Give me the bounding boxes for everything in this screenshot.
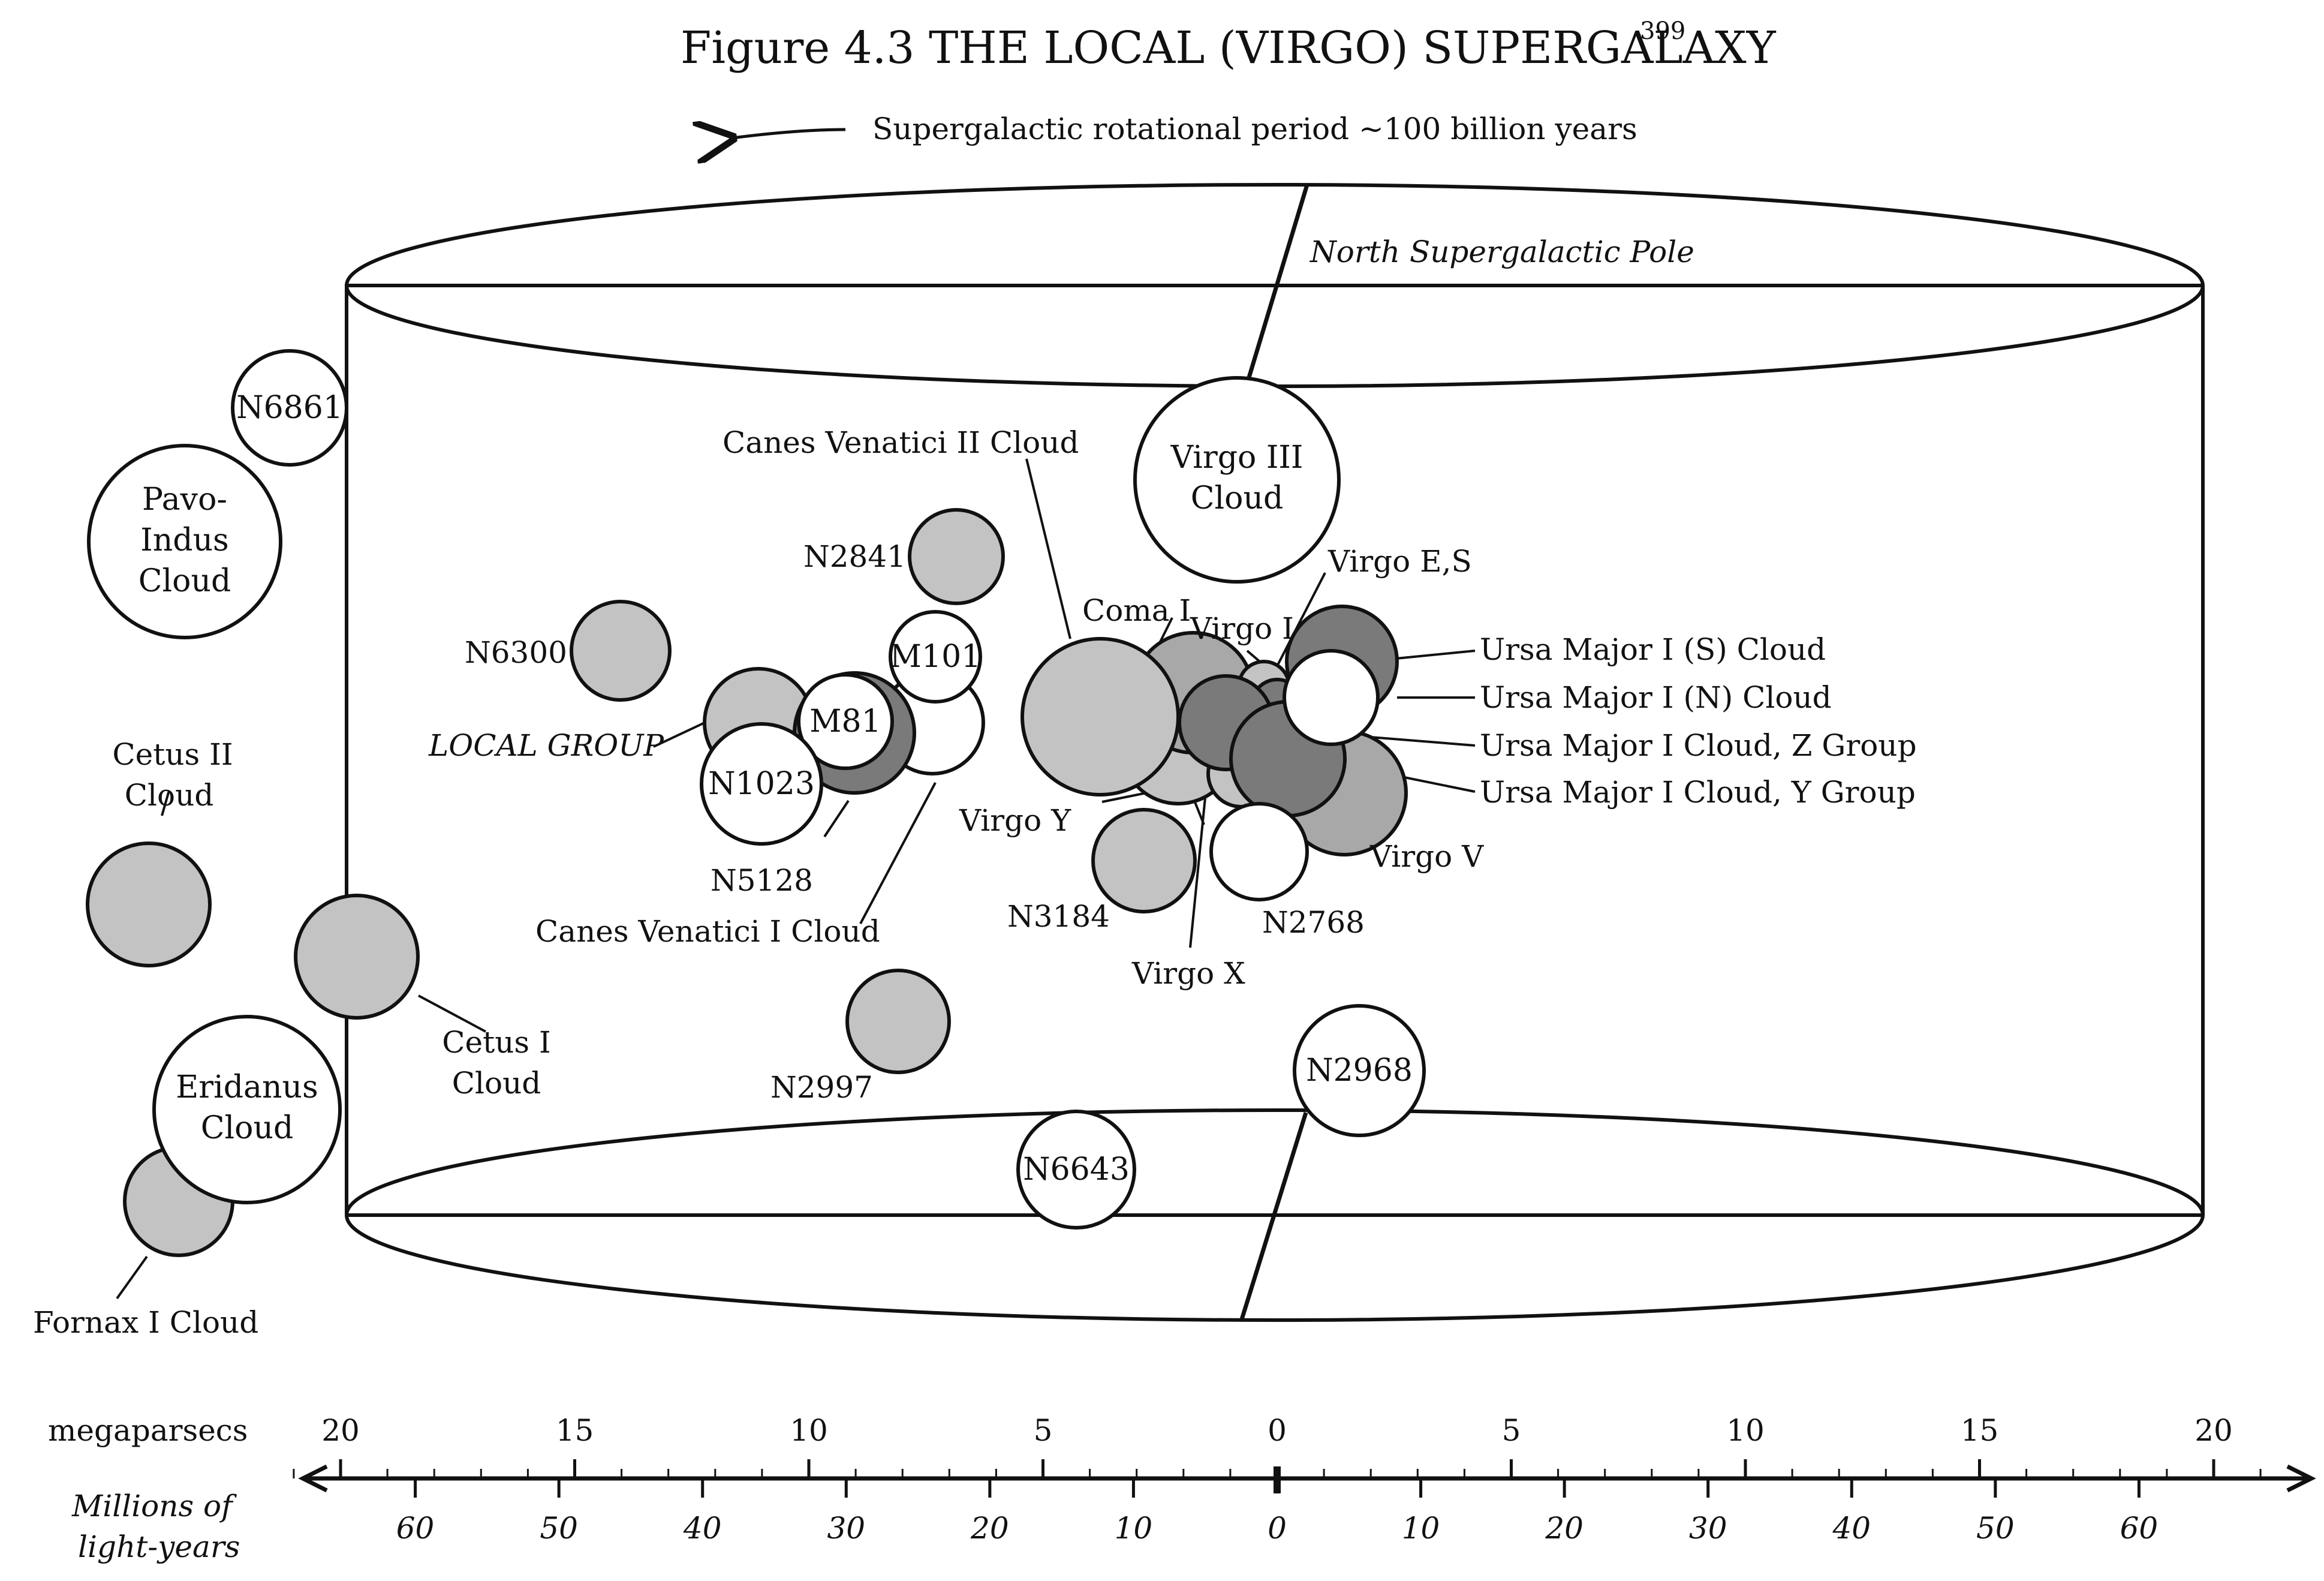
label-virgo-iii-1: Virgo III [1170, 440, 1304, 476]
rotation-caption: Supergalactic rotational period ~100 bil… [872, 112, 1637, 146]
label-canes-venatici-i: Canes Venatici I Cloud [535, 914, 880, 949]
outer-labels: Canes Venatici II Cloud N2841 N6300 LOCA… [33, 425, 1917, 1340]
mly-ticks: 60 50 40 30 20 10 0 10 20 30 40 50 60 [396, 1478, 2158, 1546]
cloud-n2968 [1293, 1004, 1426, 1137]
cloud-n2841 [908, 508, 1005, 605]
cloud-ursa-major-n [1283, 649, 1380, 746]
label-m81: M81 [809, 704, 881, 740]
mly-tick-label: 50 [540, 1511, 578, 1546]
minor-ticks [293, 1469, 2262, 1478]
mpc-tick-label: 15 [556, 1413, 594, 1448]
mly-tick-label: 20 [970, 1511, 1009, 1546]
cloud-n3184 [1091, 808, 1197, 913]
mly-tick-label: 40 [683, 1511, 722, 1546]
title-superscript: 399 [1640, 17, 1685, 45]
label-n2968: N2968 [1306, 1053, 1413, 1089]
label-pavo-2: Indus [140, 522, 229, 558]
cloud-m101 [889, 610, 982, 704]
label-pavo-1: Pavo- [142, 482, 227, 518]
mpc-tick-label: 10 [1726, 1413, 1765, 1448]
label-pavo-3: Cloud [139, 563, 231, 599]
label-fornax-i: Fornax I Cloud [33, 1305, 258, 1340]
label-eridanus-2: Cloud [201, 1110, 294, 1146]
label-n6643: N6643 [1023, 1152, 1130, 1188]
mpc-tick-label: 0 [1268, 1413, 1287, 1448]
mly-tick-label: 0 [1268, 1511, 1287, 1546]
axis-arrow-left-icon [298, 1464, 328, 1493]
megaparsecs-label: megaparsecs [48, 1413, 248, 1448]
cloud-n6643 [1016, 1110, 1136, 1230]
label-eridanus-1: Eridanus [176, 1069, 318, 1105]
cloud-cetus-ii [86, 841, 212, 967]
label-n6861: N6861 [236, 390, 343, 426]
figure-title: Figure 4.3 THE LOCAL (VIRGO) SUPERGALAXY [681, 22, 1777, 74]
cloud-n6861 [231, 349, 348, 467]
label-n1023: N1023 [708, 766, 815, 802]
mpc-tick-label: 5 [1034, 1413, 1053, 1448]
label-virgo-v: Virgo V [1369, 839, 1484, 874]
cloud-n6300 [570, 600, 672, 702]
label-virgo-i: Virgo I [1190, 611, 1294, 646]
mly-label-1: Millions of [71, 1489, 237, 1523]
label-ursa-major-z: Ursa Major I Cloud, Z Group [1480, 728, 1917, 763]
label-n2841: N2841 [803, 539, 906, 574]
mpc-tick-label: 10 [790, 1413, 828, 1448]
label-virgo-x: Virgo X [1131, 956, 1245, 991]
label-coma-i: Coma I [1082, 593, 1191, 628]
cloud-m81 [797, 673, 894, 770]
mpc-tick-label: 5 [1502, 1413, 1521, 1448]
label-virgo-es: Virgo E,S [1327, 544, 1472, 579]
cloud-n2997 [845, 969, 951, 1074]
cloud-pavo-indus [87, 444, 282, 639]
label-virgo-y: Virgo Y [959, 803, 1071, 838]
mly-tick-label: 60 [396, 1511, 435, 1546]
label-canes-venatici-ii: Canes Venatici II Cloud [723, 425, 1079, 460]
label-ursa-major-n: Ursa Major I (N) Cloud [1480, 680, 1832, 715]
cloud-cetus-i [294, 894, 420, 1020]
mly-tick-label: 50 [1976, 1511, 2015, 1546]
mly-tick-label: 60 [2120, 1511, 2159, 1546]
galaxy-clouds [86, 349, 1426, 1257]
inner-labels: N6861 Pavo- Indus Cloud Virgo III Cloud … [139, 390, 1413, 1188]
mly-tick-label: 30 [1689, 1511, 1727, 1546]
mly-tick-label: 30 [827, 1511, 865, 1546]
label-n2997: N2997 [770, 1070, 873, 1105]
cloud-n2768 [1209, 802, 1309, 901]
label-n3184: N3184 [1007, 899, 1110, 934]
mly-label-2: light-years [78, 1529, 240, 1564]
mpc-ticks: 20 15 10 5 0 5 10 15 20 [321, 1413, 2233, 1478]
cloud-n1023 [700, 722, 823, 846]
mly-tick-label: 10 [1115, 1511, 1153, 1546]
label-cetus-i-2: Cloud [452, 1066, 541, 1101]
label-n2768: N2768 [1262, 905, 1365, 940]
pole-label: North Supergalactic Pole [1309, 235, 1694, 269]
mly-tick-label: 10 [1402, 1511, 1440, 1546]
label-n5128: N5128 [711, 863, 813, 898]
mly-tick-label: 20 [1545, 1511, 1584, 1546]
label-ursa-major-y: Ursa Major I Cloud, Y Group [1480, 775, 1916, 810]
label-ursa-major-s: Ursa Major I (S) Cloud [1480, 632, 1826, 667]
mpc-tick-label: 15 [1961, 1413, 1999, 1448]
cloud-canes-venatici-ii [1020, 637, 1180, 796]
cloud-eridanus [152, 1015, 342, 1204]
mpc-tick-label: 20 [2194, 1413, 2233, 1448]
axis-arrow-right-icon [2286, 1464, 2316, 1493]
label-cetus-i-1: Cetus I [442, 1025, 550, 1060]
rotation-arrow-icon [733, 130, 846, 138]
mpc-tick-label: 20 [321, 1413, 360, 1448]
label-cetus-ii-1: Cetus II [112, 737, 233, 772]
label-virgo-iii-2: Cloud [1191, 480, 1284, 516]
label-m101: M101 [890, 639, 982, 675]
label-local-group: LOCAL GROUP [428, 728, 664, 763]
mly-tick-label: 40 [1832, 1511, 1871, 1546]
cloud-virgo-iii [1133, 376, 1341, 584]
label-cetus-ii-2: Cloud [125, 778, 214, 813]
pole-axis-top [1242, 184, 1309, 395]
pole-axis-bottom [1239, 1111, 1308, 1322]
label-n6300: N6300 [465, 635, 567, 670]
